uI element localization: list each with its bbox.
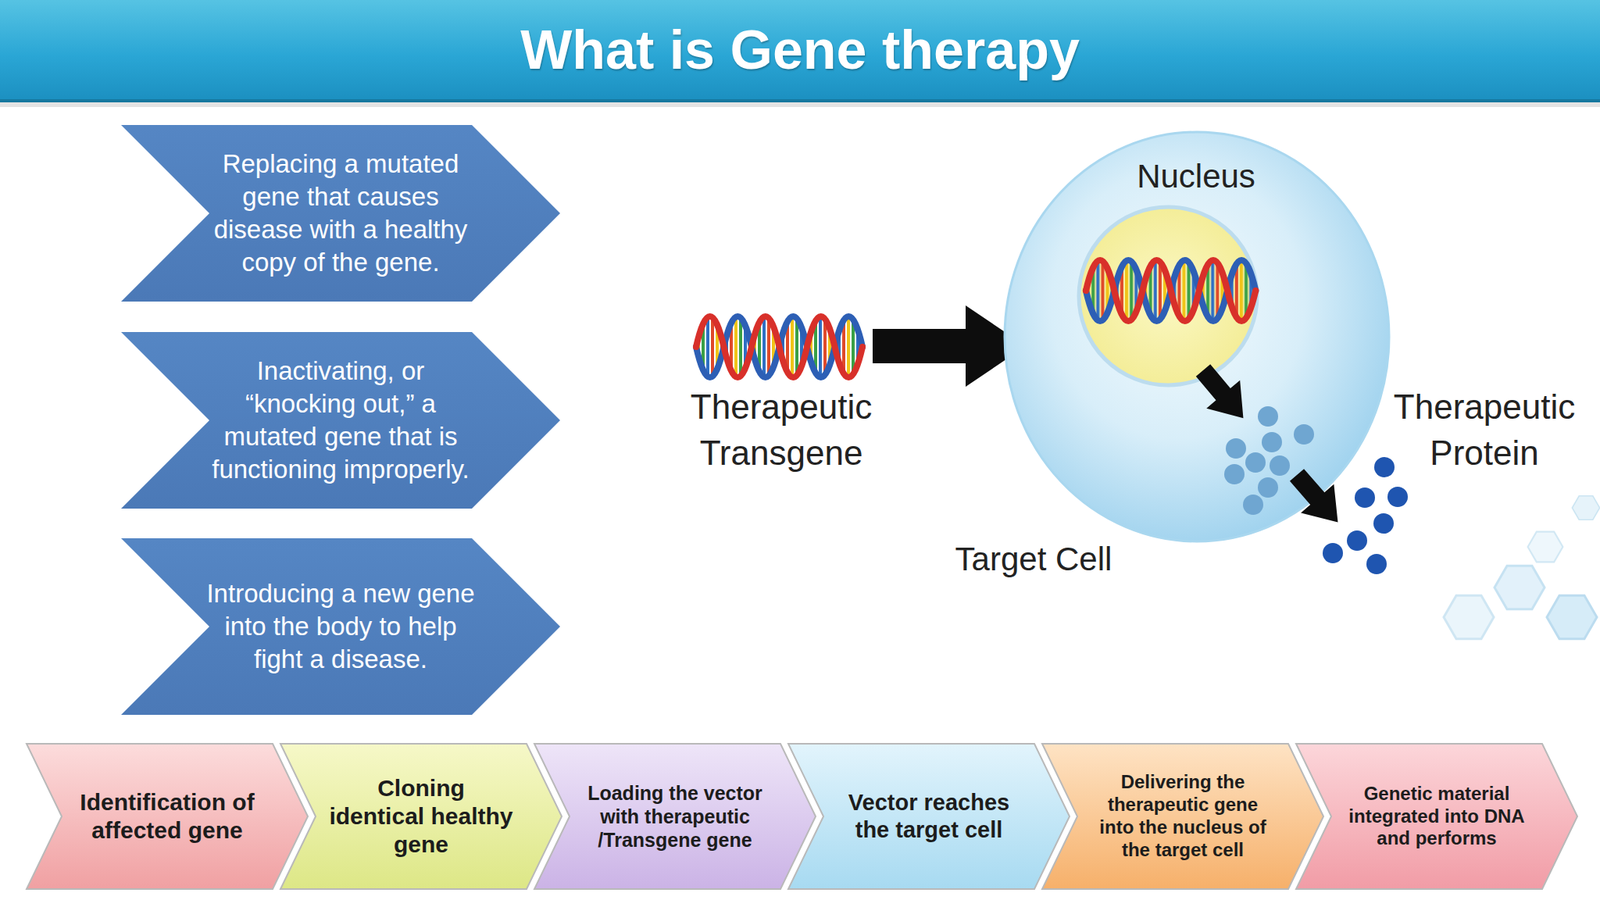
hexagon-decor	[1528, 532, 1564, 563]
chevron-outline	[534, 743, 816, 890]
chevron-text-box: Delivering the therapeutic gene into the…	[1089, 742, 1277, 890]
chevron-text-box: Loading the vector with therapeutic /Tra…	[581, 742, 769, 890]
slide-title: What is Gene therapy	[0, 0, 1600, 100]
hexagon-decor	[1571, 496, 1600, 520]
chevron-text-box: Introducing a new gene into the body to …	[199, 537, 483, 716]
process-chevron: Vector reaches the target cell	[787, 742, 1071, 890]
node-text: Cloning identical healthy gene	[327, 774, 515, 859]
delivery-arrow	[872, 305, 1026, 387]
protein-dot	[1257, 477, 1279, 498]
chevron-outline	[1296, 743, 1578, 890]
title-band-shadow	[0, 102, 1600, 108]
protein-dot	[1322, 542, 1343, 564]
node-text: Replacing a mutated gene that causes dis…	[199, 147, 483, 280]
protein-dot	[1242, 494, 1264, 515]
illustration-label: Therapeutic Protein	[1368, 384, 1600, 477]
chevron-outline	[121, 332, 561, 509]
protein-dot	[1245, 452, 1266, 473]
illustration-label: Therapeutic Transgene	[664, 384, 899, 477]
step-chevron: Inactivating, or “knocking out,” a mutat…	[120, 331, 561, 510]
illustration-label: Nucleus	[1078, 154, 1314, 199]
chevron-shape	[25, 742, 309, 890]
node-text: Loading the vector with therapeutic /Tra…	[581, 781, 769, 852]
node-text: Identification of affected gene	[73, 788, 261, 845]
chevron-outline	[280, 743, 562, 890]
protein-dot	[1261, 432, 1283, 453]
step-chevron: Replacing a mutated gene that causes dis…	[120, 124, 561, 303]
illustration-label: Target Cell	[916, 537, 1151, 582]
protein-dot	[1373, 513, 1394, 534]
chevron-outline	[26, 743, 308, 890]
node-text: Genetic material integrated into DNA and…	[1342, 782, 1531, 850]
hexagon-decor	[1494, 565, 1545, 609]
cell-body	[1004, 132, 1390, 542]
protein-dot	[1224, 464, 1245, 485]
chevron-text-box: Replacing a mutated gene that causes dis…	[199, 124, 483, 303]
node-text: Inactivating, or “knocking out,” a mutat…	[199, 354, 483, 487]
secretion-arrow	[1280, 460, 1355, 537]
protein-dot	[1257, 406, 1279, 427]
node-text: Delivering the therapeutic gene into the…	[1089, 771, 1277, 861]
chevron-outline	[121, 538, 561, 715]
protein-dot	[1374, 457, 1395, 478]
nucleus-circle	[1078, 207, 1258, 386]
protein-dot	[1366, 553, 1387, 575]
dna-helix	[1085, 260, 1256, 322]
chevron-outline	[1042, 743, 1324, 890]
chevron-shape	[787, 742, 1071, 890]
chevron-text-box: Vector reaches the target cell	[835, 742, 1023, 890]
process-chevron: Delivering the therapeutic gene into the…	[1041, 742, 1325, 890]
hexagon-decor	[1443, 595, 1494, 639]
protein-dot	[1225, 438, 1247, 459]
hexagon-decor	[1546, 595, 1597, 639]
title-band-edge	[0, 99, 1600, 103]
protein-dot	[1269, 455, 1290, 476]
chevron-text-box: Identification of affected gene	[73, 742, 261, 890]
chevron-text-box: Cloning identical healthy gene	[327, 742, 515, 890]
process-chevron: Genetic material integrated into DNA and…	[1295, 742, 1579, 890]
node-text: Vector reaches the target cell	[835, 789, 1023, 844]
step-chevron: Introducing a new gene into the body to …	[120, 537, 561, 716]
node-text: Introducing a new gene into the body to …	[199, 577, 483, 677]
chevron-text-box: Genetic material integrated into DNA and…	[1342, 742, 1531, 890]
process-chevron: Cloning identical healthy gene	[279, 742, 563, 890]
title-band	[0, 0, 1600, 102]
protein-dot	[1354, 487, 1375, 508]
protein-dot	[1293, 424, 1315, 445]
expression-arrow	[1186, 356, 1261, 433]
chevron-outline	[121, 125, 561, 302]
protein-dot	[1346, 530, 1368, 551]
process-chevron: Loading the vector with therapeutic /Tra…	[533, 742, 817, 890]
process-chevron: Identification of affected gene	[25, 742, 309, 890]
dna-helix	[696, 316, 863, 378]
protein-dot	[1387, 486, 1408, 508]
chevron-outline	[788, 743, 1070, 890]
chevron-text-box: Inactivating, or “knocking out,” a mutat…	[199, 331, 483, 510]
